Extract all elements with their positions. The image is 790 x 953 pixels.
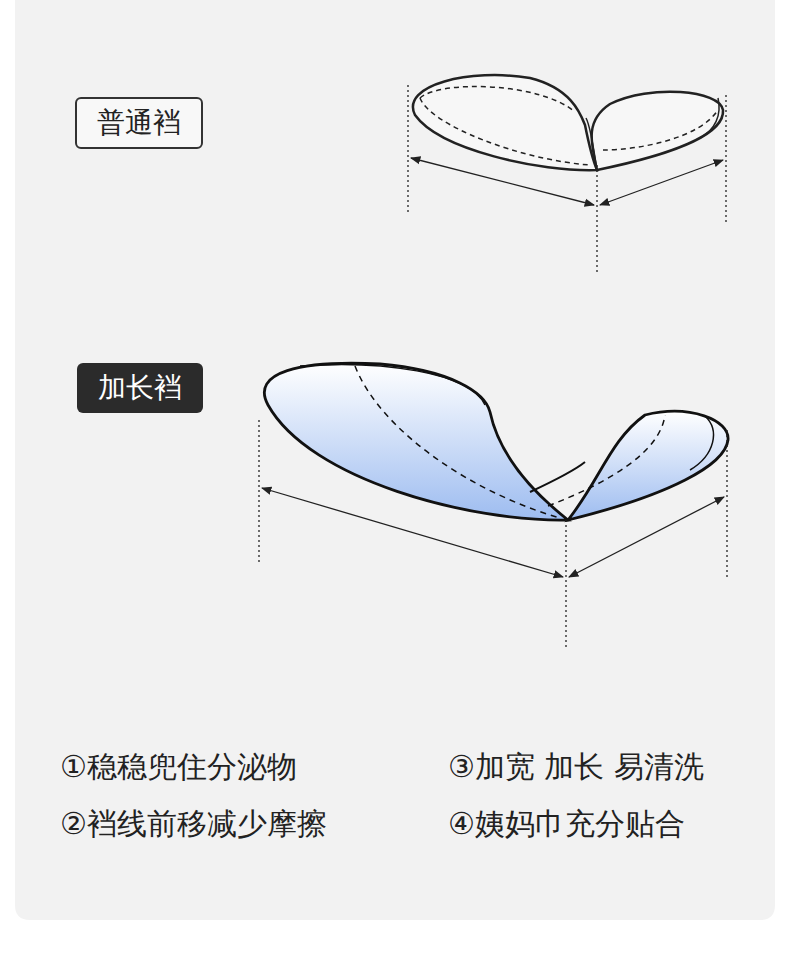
normal-crotch bbox=[413, 75, 723, 170]
feature-text: ①稳稳兜住分泌物 bbox=[60, 749, 297, 785]
long-crotch bbox=[264, 363, 728, 520]
dimension-lines bbox=[408, 85, 726, 272]
feature-text: ③加宽 加长 易清洗 bbox=[448, 749, 704, 785]
tag-box: 加长裆 bbox=[77, 363, 203, 413]
tag-text: 加长裆 bbox=[98, 369, 182, 407]
tag-text: 普通裆 bbox=[97, 104, 181, 142]
feature-text: ④姨妈巾充分贴合 bbox=[448, 806, 685, 842]
dimension-lines bbox=[259, 420, 727, 648]
tag-box: 普通裆 bbox=[75, 97, 203, 149]
panel bbox=[15, 0, 775, 920]
feature-text: ②裆线前移减少摩擦 bbox=[60, 806, 327, 842]
